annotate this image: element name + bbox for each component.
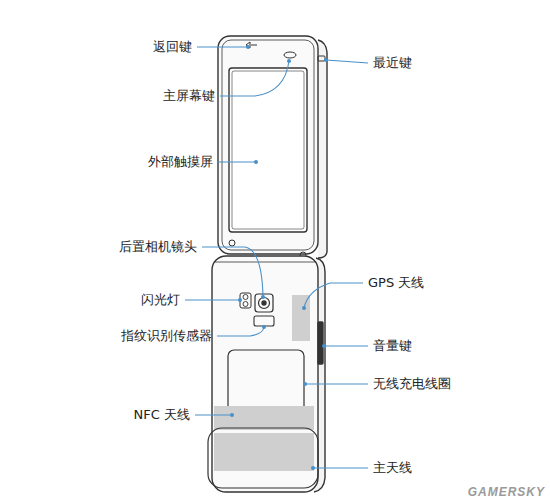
leader-dots bbox=[230, 45, 328, 470]
gps-label: GPS 天线 bbox=[368, 275, 424, 291]
recent-key-label: 最近键 bbox=[373, 55, 412, 71]
camera-label: 后置相机镜头 bbox=[119, 239, 197, 255]
phone-top-half bbox=[218, 36, 327, 258]
home-key-label: 主屏幕键 bbox=[163, 88, 215, 104]
phone-bottom-half bbox=[208, 256, 325, 492]
touchscreen-label: 外部触摸屏 bbox=[148, 154, 213, 170]
watermark: GAMERSKY bbox=[468, 484, 545, 500]
main-antenna-label: 主天线 bbox=[373, 460, 412, 476]
leader-lines bbox=[185, 47, 368, 468]
nfc-label: NFC 天线 bbox=[134, 407, 190, 423]
coil-label: 无线充电线圈 bbox=[373, 376, 451, 392]
back-key-label: 返回键 bbox=[153, 39, 192, 55]
volume-key-label: 音量键 bbox=[373, 338, 412, 354]
flash-label: 闪光灯 bbox=[141, 292, 180, 308]
fingerprint-label: 指纹识别传感器 bbox=[121, 328, 212, 344]
